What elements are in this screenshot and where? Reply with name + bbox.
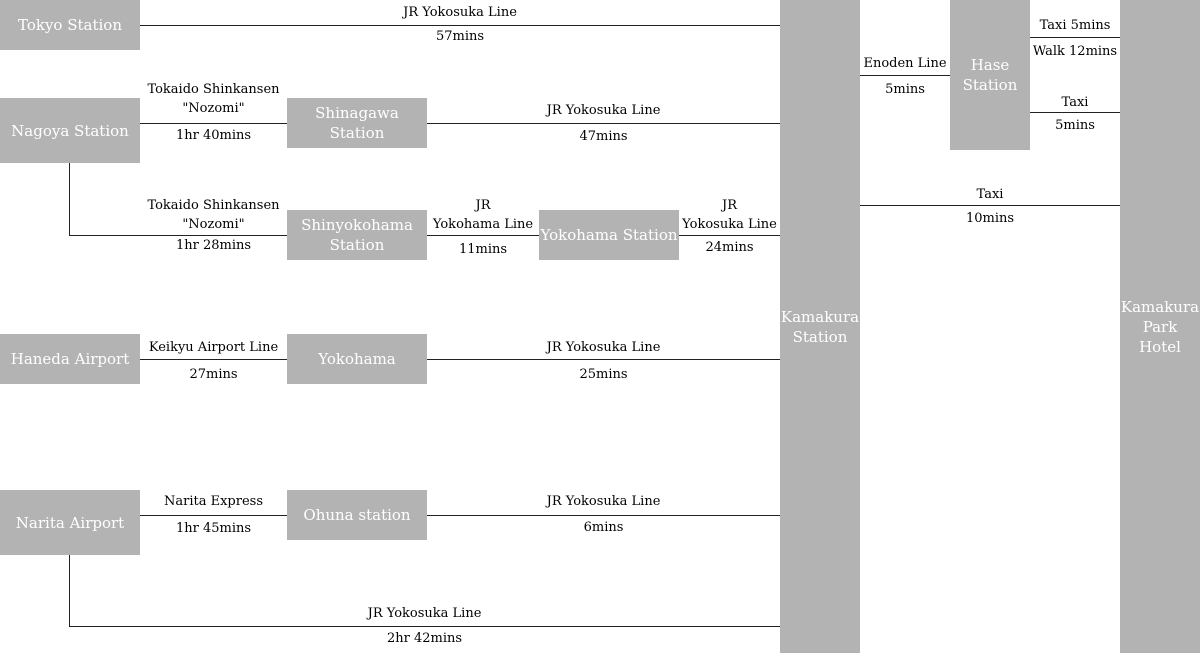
haneda-yokohama-time: 27mins xyxy=(189,367,238,382)
yokohama-station-kamakura-line xyxy=(679,235,780,236)
nagoya-shinagawa-line xyxy=(140,123,287,124)
shinagawa-station-box: Shinagawa Station xyxy=(287,98,427,148)
kamakura-park-hotel-box: Kamakura Park Hotel xyxy=(1120,0,1200,653)
yokohama-station-kamakura-time: 24mins xyxy=(705,240,754,255)
narita-kamakura-time: 2hr 42mins xyxy=(386,631,463,646)
tokyo-kamakura-line xyxy=(140,25,780,26)
yokohama-label: Yokohama xyxy=(318,350,396,368)
haneda-airport-box: Haneda Airport xyxy=(0,334,140,384)
hase-station-label: Hase Station xyxy=(962,56,1018,94)
kamakura-hotel-time: 10mins xyxy=(965,211,1015,226)
kamakura-park-hotel-label: Kamakura Park Hotel xyxy=(1120,297,1200,356)
shinyokohama-station-label: Shinyokohama Station xyxy=(301,216,413,254)
narita-ohuna-line-name: Narita Express xyxy=(164,494,263,509)
yokohama-station-box: Yokohama Station xyxy=(539,210,679,260)
yokohama-kamakura-line-name: JR Yokosuka Line xyxy=(546,340,661,355)
nagoya-shinyokohama-time: 1hr 28mins xyxy=(175,238,252,253)
kamakura-hase-line-name: Enoden Line xyxy=(863,56,947,71)
haneda-airport-label: Haneda Airport xyxy=(10,350,130,368)
nagoya-branch-line xyxy=(69,163,70,236)
kamakura-station-box: Kamakura Station xyxy=(780,0,860,653)
haneda-yokohama-line xyxy=(140,359,287,360)
narita-kamakura-line-name: JR Yokosuka Line xyxy=(367,606,482,621)
shinyokohama-yokohama-line xyxy=(427,235,539,236)
shinyokohama-yokohama-line-name: JR Yokohama Line xyxy=(432,198,534,232)
shinagawa-station-label: Shinagawa Station xyxy=(315,104,399,142)
tokyo-station-box: Tokyo Station xyxy=(0,0,140,50)
hase-hotel-line-b xyxy=(1030,112,1120,113)
narita-ohuna-line xyxy=(140,515,287,516)
yokohama-kamakura-time: 25mins xyxy=(579,367,628,382)
nagoya-shinagawa-line-name: Tokaido Shinkansen "Nozomi" xyxy=(147,82,280,116)
nagoya-station-box: Nagoya Station xyxy=(0,98,140,163)
nagoya-shinyokohama-line-name: Tokaido Shinkansen "Nozomi" xyxy=(147,198,280,232)
yokohama-station-kamakura-line-name: JR Yokosuka Line xyxy=(682,198,777,232)
yokohama-kamakura-line xyxy=(427,359,780,360)
tokyo-kamakura-line-name: JR Yokosuka Line xyxy=(403,5,517,20)
hase-hotel-taxi-b-time: 5mins xyxy=(1055,118,1095,133)
haneda-yokohama-line-name: Keikyu Airport Line xyxy=(148,340,279,355)
yokohama-box: Yokohama xyxy=(287,334,427,384)
kamakura-hotel-line-name: Taxi xyxy=(976,187,1004,202)
kamakura-hase-line xyxy=(860,75,950,76)
narita-airport-box: Narita Airport xyxy=(0,490,140,555)
kamakura-hotel-line xyxy=(860,205,1120,206)
tokyo-station-label: Tokyo Station xyxy=(18,16,122,34)
hase-hotel-walk-label: Walk 12mins xyxy=(1032,44,1118,59)
ohuna-kamakura-line-name: JR Yokosuka Line xyxy=(546,494,661,509)
shinagawa-kamakura-line-name: JR Yokosuka Line xyxy=(546,103,661,118)
hase-hotel-taxi-b-label: Taxi xyxy=(1061,95,1089,110)
narita-kamakura-line xyxy=(69,626,780,627)
ohuna-station-label: Ohuna station xyxy=(303,506,411,524)
kamakura-hase-time: 5mins xyxy=(885,82,925,97)
nagoya-station-label: Nagoya Station xyxy=(11,121,129,140)
tokyo-kamakura-time: 57mins xyxy=(435,29,485,44)
yokohama-station-label: Yokohama Station xyxy=(540,226,678,244)
ohuna-kamakura-time: 6mins xyxy=(583,520,624,535)
ohuna-station-box: Ohuna station xyxy=(287,490,427,540)
shinyokohama-station-box: Shinyokohama Station xyxy=(287,210,427,260)
kamakura-station-label: Kamakura Station xyxy=(780,307,860,346)
nagoya-shinagawa-time: 1hr 40mins xyxy=(175,128,252,143)
ohuna-kamakura-line xyxy=(427,515,780,516)
shinagawa-kamakura-line xyxy=(427,123,780,124)
narita-airport-label: Narita Airport xyxy=(15,513,125,532)
nagoya-shinyokohama-line xyxy=(69,235,287,236)
shinagawa-kamakura-time: 47mins xyxy=(579,129,628,144)
shinyokohama-yokohama-time: 11mins xyxy=(458,242,508,257)
hase-hotel-line-a xyxy=(1030,37,1120,38)
narita-ohuna-time: 1hr 45mins xyxy=(175,521,252,536)
narita-branch-line xyxy=(69,555,70,627)
hase-hotel-taxi-label: Taxi 5mins xyxy=(1039,18,1111,33)
hase-station-box: Hase Station xyxy=(950,0,1030,150)
